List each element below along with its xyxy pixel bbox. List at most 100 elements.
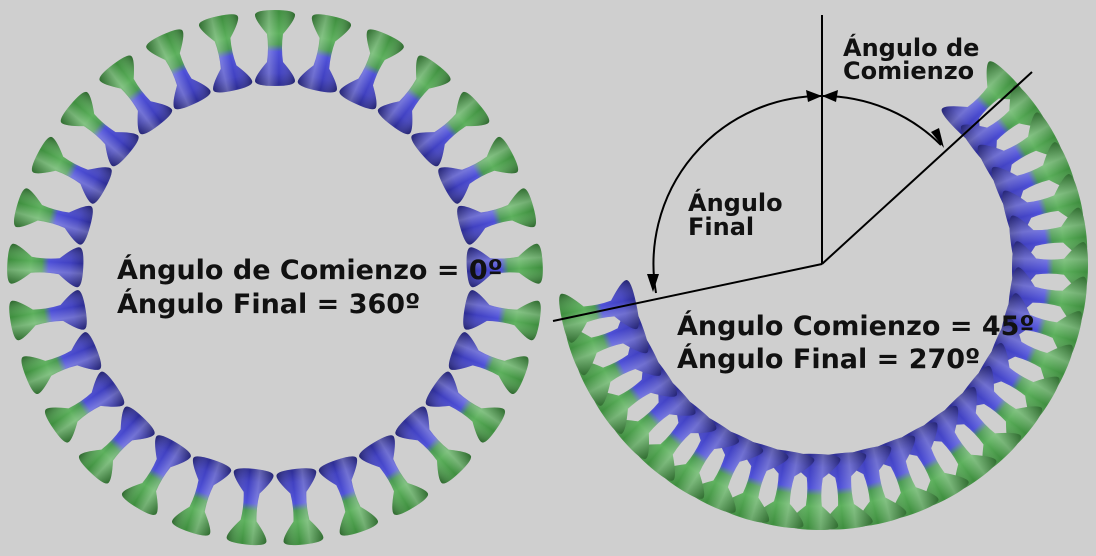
hourglass-object: [297, 14, 352, 93]
right-ring: [559, 61, 1088, 530]
hourglass-object: [377, 55, 451, 135]
hourglass-object: [13, 188, 93, 245]
hourglass-object: [276, 468, 324, 546]
hourglass-object: [359, 435, 429, 515]
hourglass-object: [7, 243, 84, 288]
hourglass-shading: [438, 136, 519, 204]
hourglass-shading: [989, 318, 1073, 391]
hourglass-object: [146, 29, 211, 110]
hourglass-object: [121, 435, 191, 515]
hourglass-shading: [975, 342, 1060, 421]
hourglass-shading: [359, 435, 429, 515]
hourglass-shading: [1008, 267, 1087, 327]
hourglass-shading: [1012, 241, 1088, 292]
hourglass-object: [721, 441, 789, 523]
hourglass-object: [634, 396, 717, 481]
hourglass-shading: [44, 371, 125, 443]
hourglass-object: [754, 449, 815, 529]
hourglass-shading: [60, 91, 139, 167]
hourglass-shading: [276, 468, 324, 546]
right-start-angle-text: Ángulo Comienzo = 45º: [677, 310, 1035, 342]
hourglass-object: [1012, 241, 1088, 292]
end-angle-arc: [652, 94, 823, 294]
hourglass-shading: [377, 55, 451, 135]
end-angle-line: [552, 263, 823, 322]
hourglass-object: [941, 61, 1025, 145]
hourglass-object: [448, 332, 529, 395]
hourglass-shading: [754, 449, 815, 529]
hourglass-shading: [297, 14, 352, 93]
hourglass-shading: [9, 290, 87, 341]
end-angle-label-line2: Final: [688, 213, 754, 241]
hourglass-object: [172, 456, 232, 536]
hourglass-object: [31, 136, 112, 204]
hourglass-shading: [339, 29, 404, 110]
hourglass-shading: [611, 376, 696, 460]
hourglass-shading: [31, 136, 112, 204]
hourglass-shading: [788, 453, 841, 530]
hourglass-shading: [411, 91, 490, 167]
arrowheads: [647, 90, 944, 292]
end-angle-label-line1: Ángulo: [688, 188, 783, 217]
hourglass-shading: [425, 371, 506, 443]
hourglass-shading: [938, 387, 1022, 471]
left-start-angle-text: Ángulo de Comienzo = 0º: [117, 254, 503, 286]
hourglass-object: [466, 243, 543, 288]
hourglass-shading: [121, 435, 191, 515]
hourglass-shading: [466, 243, 543, 288]
hourglass-object: [975, 342, 1060, 421]
hourglass-object: [255, 10, 295, 86]
hourglass-shading: [226, 468, 274, 546]
hourglass-object: [21, 332, 102, 395]
hourglass-object: [78, 406, 155, 484]
hourglass-object: [1000, 293, 1082, 360]
hourglass-shading: [634, 396, 717, 481]
hourglass-object: [660, 414, 740, 499]
hourglass-shading: [99, 55, 173, 135]
hourglass-shading: [172, 456, 232, 536]
hourglass-object: [938, 387, 1022, 471]
hourglass-object: [411, 91, 490, 167]
arrowhead-icon: [822, 90, 838, 102]
hourglass-shading: [1000, 293, 1082, 360]
hourglass-shading: [689, 429, 764, 513]
hourglass-object: [198, 14, 253, 93]
hourglass-object: [788, 453, 841, 530]
arrowhead-icon: [931, 128, 944, 148]
hourglass-shading: [7, 243, 84, 288]
right-end-angle-text: Ángulo Final = 270º: [677, 343, 980, 375]
hourglass-object: [9, 290, 87, 341]
hourglass-object: [226, 468, 274, 546]
arrowhead-icon: [647, 274, 659, 292]
hourglass-shading: [660, 414, 740, 499]
hourglass-object: [989, 318, 1073, 391]
left-end-angle-text: Ángulo Final = 360º: [117, 288, 420, 320]
hourglass-shading: [941, 61, 1025, 145]
hourglass-shading: [78, 406, 155, 484]
arrowhead-icon: [806, 90, 822, 102]
start-angle-line: [821, 71, 1033, 265]
hourglass-shading: [198, 14, 253, 93]
start-angle-label-line2: Comienzo: [843, 57, 974, 85]
hourglass-object: [1008, 267, 1087, 327]
hourglass-object: [957, 365, 1043, 448]
start-angle-arc: [821, 94, 942, 146]
hourglass-object: [99, 55, 173, 135]
hourglass-object: [457, 188, 537, 245]
hourglass-object: [318, 456, 378, 536]
hourglass-object: [425, 371, 506, 443]
hourglass-shading: [448, 332, 529, 395]
hourglass-object: [60, 91, 139, 167]
hourglass-shading: [957, 365, 1043, 448]
hourglass-shading: [146, 29, 211, 110]
angle-annotations: [552, 15, 1033, 322]
hourglass-object: [395, 406, 472, 484]
hourglass-shading: [255, 10, 295, 86]
hourglass-object: [611, 376, 696, 460]
hourglass-shading: [21, 332, 102, 395]
start-angle-label-line1: Ángulo de: [843, 33, 979, 62]
hourglass-object: [44, 371, 125, 443]
hourglass-shading: [721, 441, 789, 523]
